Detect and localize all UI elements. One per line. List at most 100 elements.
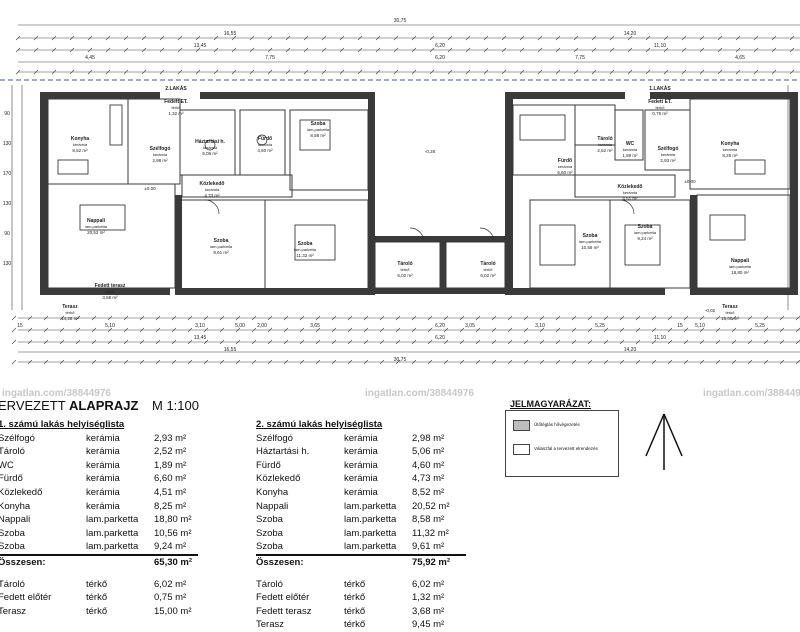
dimension-text: 5,10 xyxy=(105,323,115,329)
dimension-tick xyxy=(339,35,345,41)
dimension-tick xyxy=(177,35,183,41)
dimension-tick xyxy=(231,69,237,75)
partition xyxy=(689,98,791,190)
dimension-text: 16,55 xyxy=(224,347,237,353)
room-label: Tároló xyxy=(480,261,495,267)
flat-label: 2.LAKÁS xyxy=(165,85,187,92)
dimension-tick xyxy=(283,339,289,345)
dimension-tick xyxy=(683,359,689,365)
dimension-tick xyxy=(523,359,529,365)
dimension-tick xyxy=(715,339,721,345)
room-area: 2,98 m² xyxy=(412,432,445,444)
dimension-tick xyxy=(105,47,111,53)
watermark: ingatlan.com/38844976 xyxy=(365,388,474,399)
room-area-label: 2,93 m² xyxy=(660,158,676,163)
room-area-label: 8,25 m² xyxy=(722,153,738,158)
room-floor-label: térkő xyxy=(656,105,666,110)
dimension-tick xyxy=(667,359,673,365)
dimension-tick xyxy=(717,69,723,75)
room-floor: kerámia xyxy=(86,446,120,458)
dimension-tick xyxy=(465,47,471,53)
dimension-tick xyxy=(731,315,737,321)
dimension-tick xyxy=(187,327,193,333)
room-area-label: 18,80 m² xyxy=(731,270,749,275)
dimension-text: 7,75 xyxy=(265,55,275,61)
room-name: Terasz xyxy=(0,605,26,617)
dimension-tick xyxy=(357,69,363,75)
dimension-tick xyxy=(251,339,257,345)
dimension-tick xyxy=(75,327,81,333)
dimension-tick xyxy=(519,47,525,53)
dimension-tick xyxy=(715,327,721,333)
dimension-tick xyxy=(395,339,401,345)
room-floor: térkő xyxy=(344,619,366,631)
wall xyxy=(505,92,625,99)
room-area: 3,68 m² xyxy=(412,605,445,617)
room-name: Terasz xyxy=(256,619,284,631)
room-name: Szoba xyxy=(0,541,25,553)
dimension-text: 11,10 xyxy=(654,335,666,341)
room-label: Nappali xyxy=(87,218,106,224)
dimension-tick xyxy=(107,339,113,345)
room-floor: lam.parketta xyxy=(344,527,397,539)
dimension-tick xyxy=(235,327,241,333)
room-name: Háztartási h. xyxy=(256,446,310,458)
room-floor: lam.parketta xyxy=(86,527,139,539)
partition xyxy=(574,174,676,198)
room-floor-label: kerámia xyxy=(153,152,168,157)
dimension-tick xyxy=(539,327,545,333)
room-label: Szoba xyxy=(214,238,229,244)
room-name: Szoba xyxy=(256,514,283,526)
plan-scale: M 1:100 xyxy=(152,398,199,413)
dimension-tick xyxy=(331,339,337,345)
dimension-tick xyxy=(141,69,147,75)
room-floor: kerámia xyxy=(344,486,378,498)
room-floor-label: térkő xyxy=(172,105,182,110)
dimension-tick xyxy=(501,35,507,41)
wall xyxy=(505,288,665,295)
room-label: Szoba xyxy=(298,241,313,247)
dimension-tick xyxy=(219,339,225,345)
dimension-tick xyxy=(789,35,795,41)
dimension-tick xyxy=(667,327,673,333)
dimension-tick xyxy=(51,35,57,41)
dimension-tick xyxy=(123,35,129,41)
dimension-tick xyxy=(539,315,545,321)
dimension-tick xyxy=(537,35,543,41)
dimension-tick xyxy=(235,339,241,345)
dimension-tick xyxy=(763,339,769,345)
dimension-tick xyxy=(411,327,417,333)
room-area: 8,52 m² xyxy=(412,486,445,498)
room-area-label: 2,98 m² xyxy=(152,158,168,163)
dimension-tick xyxy=(187,339,193,345)
dimension-text: 15 xyxy=(17,323,23,329)
dimension-tick xyxy=(491,327,497,333)
dimension-tick xyxy=(427,327,433,333)
dimension-tick xyxy=(379,339,385,345)
table xyxy=(57,159,89,175)
dimension-tick xyxy=(635,315,641,321)
dimension-tick xyxy=(203,315,209,321)
dimension-tick xyxy=(507,327,513,333)
room-floor: térkő xyxy=(86,592,108,604)
dimension-tick xyxy=(303,35,309,41)
dimension-tick xyxy=(411,69,417,75)
room-area: 9,61 m² xyxy=(412,541,445,553)
dimension-tick xyxy=(475,339,481,345)
room-list-heading: 2. számú lakás helyiséglista xyxy=(256,419,383,430)
dimension-text: 6,20 xyxy=(435,335,445,341)
dimension-tick xyxy=(519,35,525,41)
dimension-tick xyxy=(91,339,97,345)
dimension-tick xyxy=(475,359,481,365)
room-floor: kerámia xyxy=(86,473,120,485)
dimension-tick xyxy=(195,35,201,41)
dimension-tick xyxy=(651,359,657,365)
dimension-tick xyxy=(155,327,161,333)
dimension-tick xyxy=(443,359,449,365)
dimension-tick xyxy=(379,327,385,333)
